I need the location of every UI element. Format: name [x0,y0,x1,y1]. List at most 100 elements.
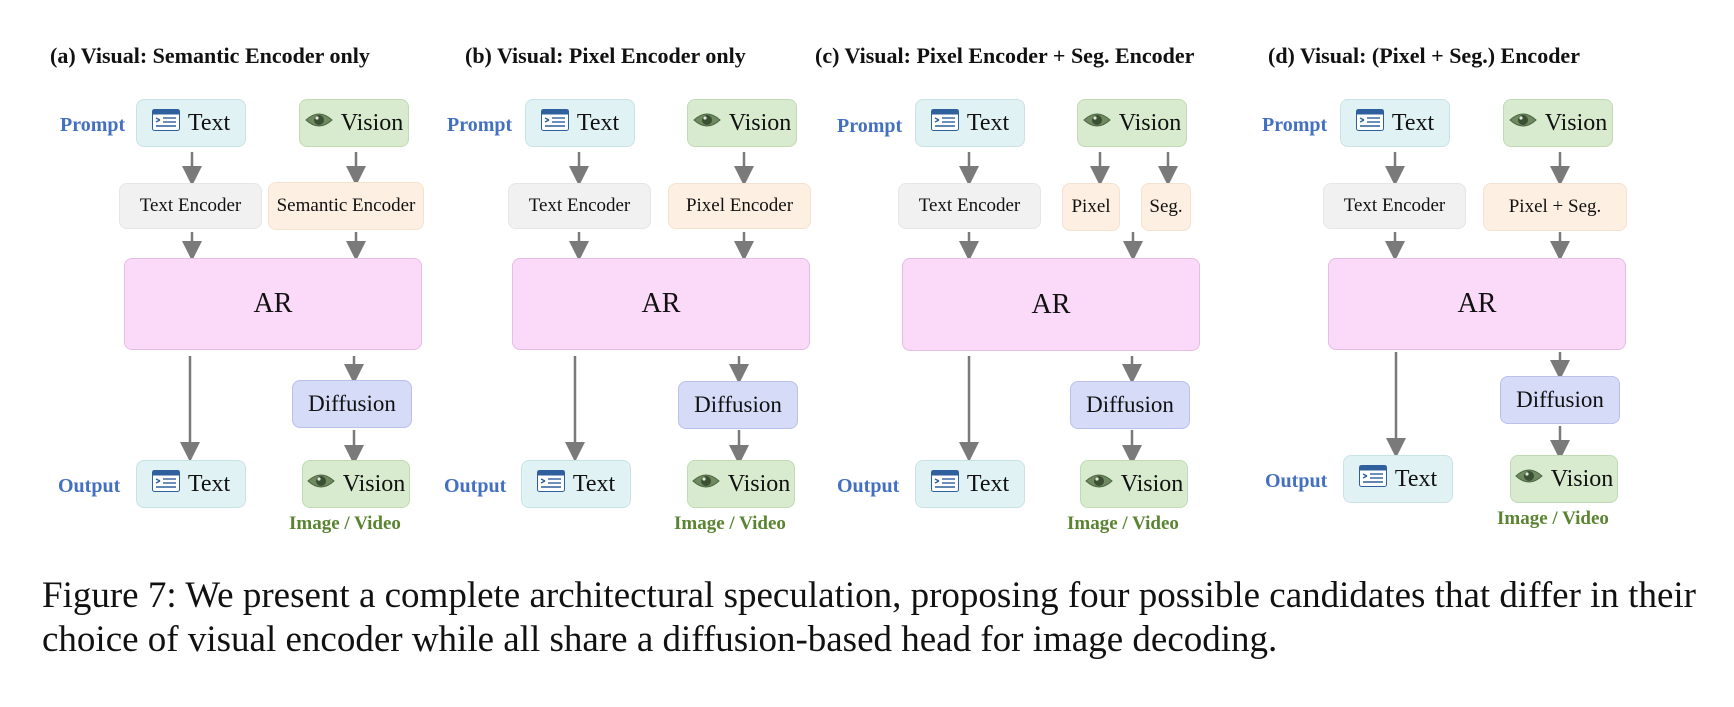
eye-icon [691,470,720,499]
text-encoder-box: Text Encoder [508,183,651,229]
diffusion-box: Diffusion [1070,381,1190,429]
text-encoder-label: Text Encoder [918,195,1021,216]
output-label: Output [1265,470,1328,492]
text-box-label: Text [572,470,616,497]
visual-encoder-label: Pixel + Seg. [1508,196,1602,217]
visual-encoder-box: Pixel Encoder [668,183,811,229]
text-box-label: Text [187,109,231,136]
text-box-label: Text [1394,465,1438,492]
vision-box-label: Vision [1120,470,1184,497]
ar-label: AR [641,288,681,319]
image-video-label: Image / Video [1067,513,1179,534]
text-output-box: Text [915,460,1025,508]
ar-label: AR [1031,288,1071,320]
panel-b: (b) Visual: Pixel Encoder only Prompt Te… [388,0,811,560]
prompt-label: Prompt [60,114,126,136]
panel-title: (a) Visual: Semantic Encoder only [50,43,370,68]
text-box-label: Text [1391,109,1435,136]
vision-box-label: Vision [1544,109,1608,136]
image-video-label: Image / Video [674,513,786,534]
text-encoder-box: Text Encoder [1323,183,1466,229]
text-output-box: Text [136,460,246,508]
panel-title: (d) Visual: (Pixel + Seg.) Encoder [1268,43,1580,68]
visual-encoder-box: Pixel + Seg. [1483,183,1627,231]
text-encoder-box: Text Encoder [898,183,1041,229]
text-document-icon [1358,464,1387,494]
image-video-label: Image / Video [289,513,401,534]
text-encoder-box: Text Encoder [119,183,262,229]
vision-output-box: Vision [302,460,410,508]
vision-box-label: Vision [1118,109,1182,136]
text-box-label: Text [187,470,231,497]
eye-icon [306,470,335,499]
figure-caption: Figure 7: We present a complete architec… [42,575,1696,660]
diffusion-box: Diffusion [292,380,412,428]
text-output-box: Text [1343,455,1453,503]
panel-title: (c) Visual: Pixel Encoder + Seg. Encoder [815,43,1195,68]
eye-icon [1084,470,1113,499]
diffusion-box: Diffusion [678,381,798,429]
text-box-label: Text [966,470,1010,497]
vision-input-box: Vision [687,99,797,147]
visual-encoder-label: Pixel Encoder [685,195,794,216]
text-document-icon [930,469,959,499]
eye-icon [1508,109,1537,138]
diffusion-label: Diffusion [694,392,782,417]
visual-encoder-box: Semantic Encoder [268,182,424,230]
text-document-icon [151,469,180,499]
vision-box-label: Vision [340,109,404,136]
diffusion-label: Diffusion [308,391,396,416]
vision-input-box: Vision [1077,99,1187,147]
vision-input-box: Vision [1503,99,1613,147]
text-document-icon [540,108,569,138]
text-input-box: Text [136,99,246,147]
text-input-box: Text [1340,99,1450,147]
vision-input-box: Vision [299,99,409,147]
diffusion-box: Diffusion [1500,376,1620,424]
eye-icon [1514,465,1543,494]
ar-box: AR [1328,258,1626,350]
panel-a: (a) Visual: Semantic Encoder only Prompt… [0,0,424,560]
panel-d: (d) Visual: (Pixel + Seg.) Encoder Promp… [1205,0,1627,560]
seg-encoder-box: Seg. [1141,183,1191,231]
text-box-label: Text [576,109,620,136]
text-document-icon [536,469,565,499]
diffusion-label: Diffusion [1086,392,1174,417]
visual-encoder-label: Semantic Encoder [276,195,416,216]
ar-box: AR [512,258,810,350]
text-encoder-label: Text Encoder [1343,195,1446,216]
ar-label: AR [1457,288,1497,319]
output-label: Output [58,475,121,497]
pixel-encoder-label: Pixel [1071,196,1111,217]
image-video-label: Image / Video [1497,508,1609,529]
prompt-label: Prompt [837,115,903,137]
vision-output-box: Vision [687,460,795,508]
vision-box-label: Vision [342,470,406,497]
eye-icon [1082,109,1111,138]
vision-output-box: Vision [1510,455,1618,503]
text-encoder-label: Text Encoder [139,195,242,216]
pixel-encoder-box: Pixel [1062,183,1120,231]
ar-box: AR [124,258,422,350]
panel-c: (c) Visual: Pixel Encoder + Seg. Encoder… [778,0,1200,560]
output-label: Output [837,475,900,497]
vision-box-label: Vision [1550,465,1614,492]
ar-box: AR [902,258,1200,351]
text-box-label: Text [966,109,1010,136]
panel-title: (b) Visual: Pixel Encoder only [465,43,746,68]
seg-encoder-label: Seg. [1149,196,1183,217]
diffusion-label: Diffusion [1516,387,1604,412]
vision-box-label: Vision [728,109,792,136]
text-input-box: Text [525,99,635,147]
text-output-box: Text [521,460,631,508]
prompt-label: Prompt [1262,114,1328,136]
text-document-icon [930,108,959,138]
ar-label: AR [253,288,293,319]
text-document-icon [1355,108,1384,138]
prompt-label: Prompt [447,114,513,136]
text-encoder-label: Text Encoder [528,195,631,216]
output-label: Output [444,475,507,497]
vision-box-label: Vision [727,470,791,497]
text-input-box: Text [915,99,1025,147]
text-document-icon [151,108,180,138]
